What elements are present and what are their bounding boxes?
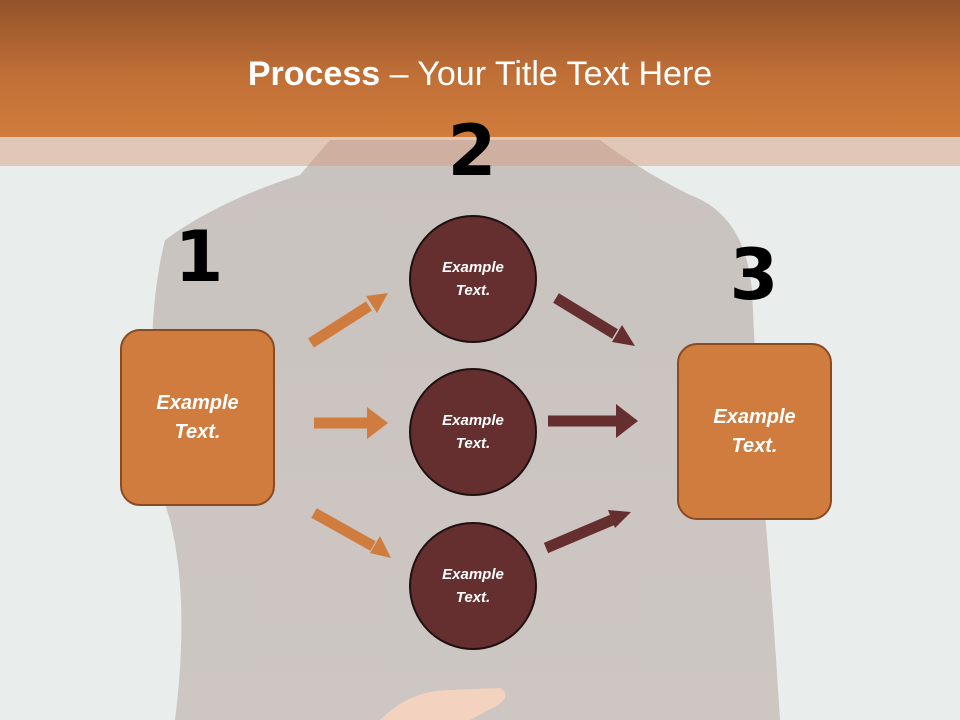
title-rest: – Your Title Text Here [380, 55, 713, 93]
middle-node-2-text: Example Text. [442, 412, 504, 452]
step-number-1: 1 [174, 216, 224, 298]
arrow-circle3-to-box3 [543, 510, 631, 554]
middle-node-2: Example Text. [409, 368, 537, 496]
header-accent-band [0, 137, 960, 166]
middle-node-1-text: Example Text. [442, 259, 504, 299]
middle-node-3: Example Text. [409, 522, 537, 650]
middle-node-1: Example Text. [409, 215, 537, 343]
step-number-3: 3 [729, 234, 779, 316]
arrow-circle1-to-box3 [553, 293, 635, 346]
slide-title: Process – Your Title Text Here [0, 52, 960, 96]
arrow-box1-to-circle1 [308, 293, 388, 348]
step-number-2: 2 [447, 110, 497, 192]
step-1-box: Example Text. [120, 329, 275, 506]
step-1-text: Example Text. [156, 391, 239, 443]
arrow-circle2-to-box3 [548, 404, 638, 438]
step-3-box: Example Text. [677, 343, 832, 520]
header-bar [0, 0, 960, 137]
title-bold: Process [247, 55, 381, 93]
arrow-box1-to-circle2 [314, 407, 388, 439]
step-3-text: Example Text. [713, 405, 796, 457]
middle-node-3-text: Example Text. [442, 566, 504, 606]
arrow-box1-to-circle3 [311, 508, 391, 558]
